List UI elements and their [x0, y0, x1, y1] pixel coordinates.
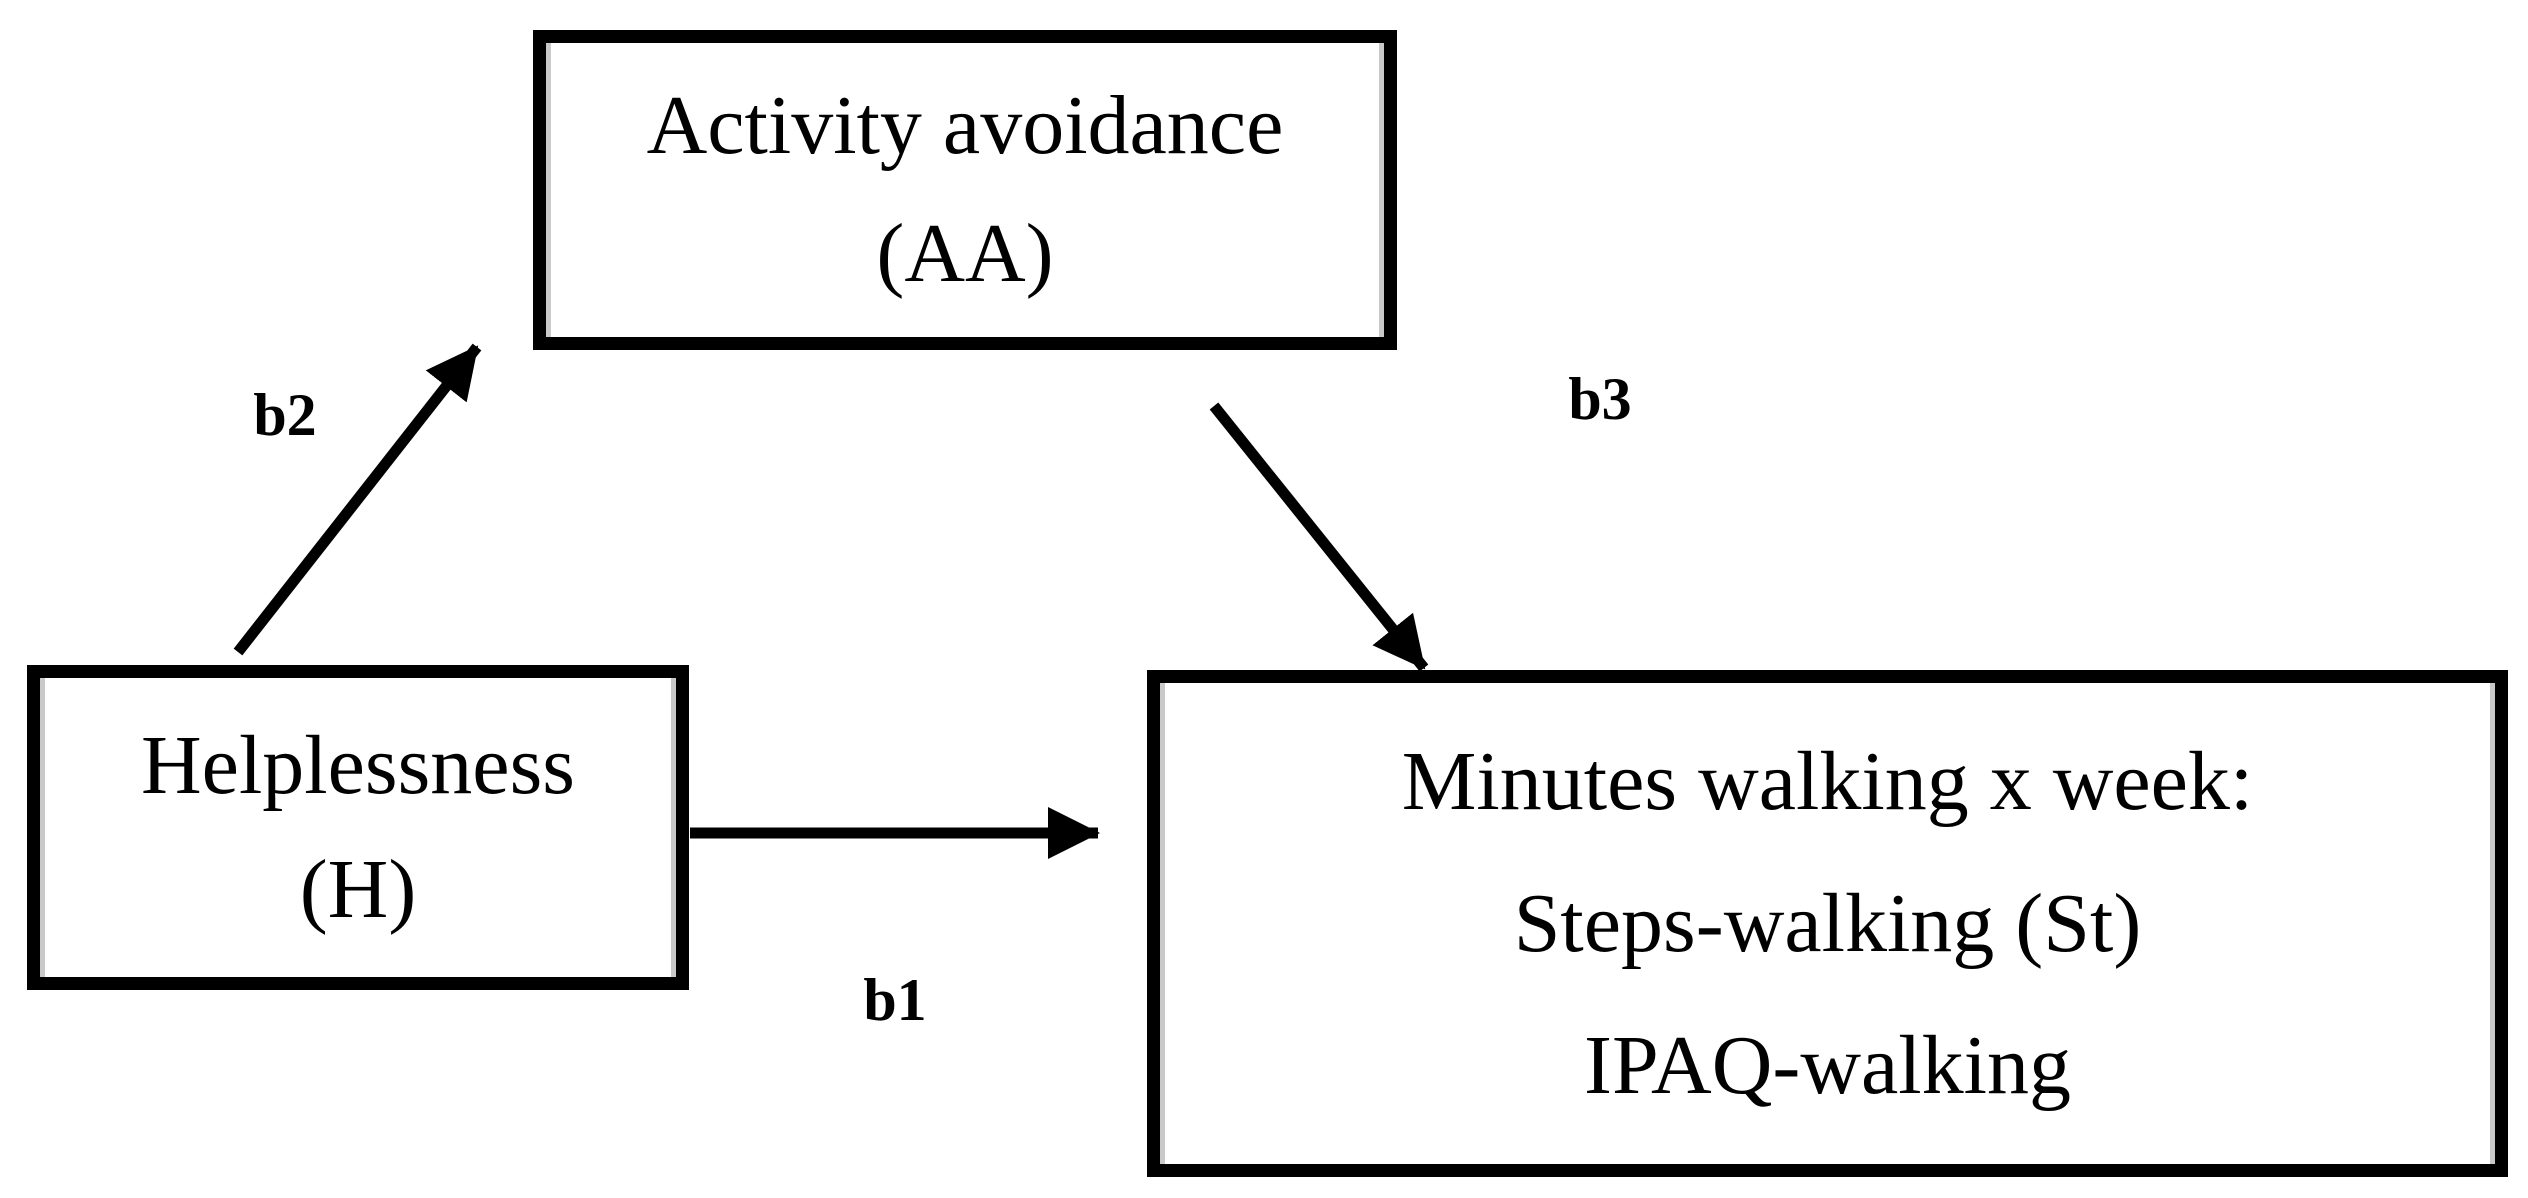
mediator-box-title: Activity avoidance — [646, 79, 1284, 172]
outcome-box-measure-steps: Steps-walking (St) — [1513, 876, 2142, 970]
path-label-b3: b3 — [1568, 366, 1632, 432]
outcome-box-measure-ipaq: IPAQ-walking — [1584, 1018, 2071, 1112]
mediator-box: Activity avoidance (AA) — [533, 30, 1397, 350]
outcome-box-title: Minutes walking x week: — [1401, 734, 2254, 828]
outcome-box: Minutes walking x week: Steps-walking (S… — [1147, 670, 2508, 1177]
predictor-box: Helplessness (H) — [27, 665, 689, 990]
predictor-box-title: Helplessness — [141, 718, 575, 812]
path-b3-arrow — [1209, 402, 1429, 672]
predictor-box-abbreviation: (H) — [299, 842, 417, 936]
path-label-b2: b2 — [253, 382, 317, 448]
path-label-b1: b1 — [863, 967, 927, 1033]
mediator-box-abbreviation: (AA) — [876, 207, 1054, 300]
